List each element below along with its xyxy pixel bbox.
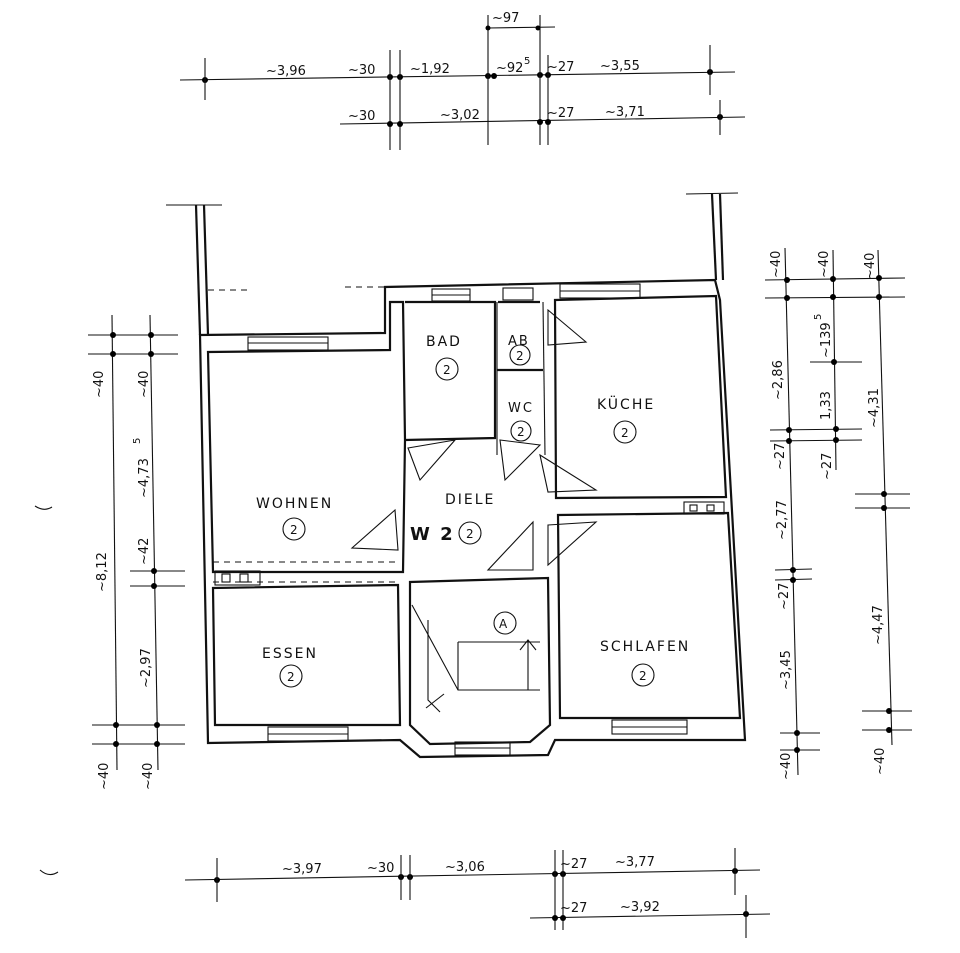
door-swings	[213, 308, 598, 583]
top-dimension-lines: ~3,96 ~30 ~1,92 ~92 5 ~27 ~3,55 ~97 ~30 …	[179, 11, 746, 150]
dim-top2-27: ~27	[547, 106, 574, 121]
staircase: A	[411, 604, 540, 713]
dim-rout-431: ~4,31	[867, 388, 882, 428]
dim-rout-40b: ~40	[873, 748, 888, 775]
dim-bot-397: ~3,97	[282, 862, 322, 877]
room-labels: WOHNEN 2 ESSEN 2 BAD 2 AB 2 WC 2 KÜCHE 2…	[256, 334, 690, 688]
dim-rmid-139: ~139	[819, 322, 834, 358]
room-label-essen: ESSEN	[262, 646, 318, 662]
room-label-wc: WC	[508, 401, 534, 416]
building-walls	[166, 192, 747, 759]
dim-right-40b: ~40	[779, 753, 794, 780]
dim-left2-40b: ~40	[141, 763, 156, 790]
room-label-diele: DIELE	[445, 492, 495, 508]
dim-rout-40a: ~40	[863, 253, 878, 280]
dim-top-30: ~30	[348, 63, 375, 78]
dim-top-27: ~27	[547, 60, 574, 75]
dim-top-97: ~97	[492, 11, 519, 26]
dim-bot2-27: ~27	[560, 901, 587, 916]
dim-left-40a: ~40	[92, 371, 107, 398]
room-label-kueche: KÜCHE	[597, 395, 655, 413]
dim-rmid-133: 1,33	[819, 391, 834, 420]
stair-label: A	[499, 617, 508, 631]
right-dimension-lines: ~40 ~2,86 ~27 ~2,77 ~27 ~3,45 ~40 ~40 ~1…	[764, 247, 912, 780]
radiators	[214, 501, 725, 586]
dim-bot-306: ~3,06	[445, 860, 485, 875]
dim-bot2-392: ~3,92	[620, 900, 660, 915]
dim-left2-473: ~4,73	[137, 458, 152, 498]
left-dimension-lines: ~40 ~8,12 ~40 ~40 ~4,73 5 ~42 ~2,97 ~40	[88, 314, 185, 790]
dim-bot-27: ~27	[560, 857, 587, 872]
dim-left-812: ~8,12	[95, 552, 110, 592]
dim-top-92-sup: 5	[524, 56, 530, 67]
dim-left2-473-sup: 5	[132, 438, 143, 444]
dim-top2-30: ~30	[348, 109, 375, 124]
dim-left-40b: ~40	[97, 763, 112, 790]
windows	[247, 283, 688, 756]
dim-right-277: ~2,77	[775, 500, 790, 540]
dim-top-92: ~92	[496, 61, 523, 76]
bottom-dimension-lines: ~3,97 ~30 ~3,06 ~27 ~3,77 ~27 ~3,92	[184, 848, 771, 938]
punch-marks	[34, 505, 59, 876]
dim-bot-30: ~30	[367, 861, 394, 876]
dim-top2-371: ~3,71	[605, 105, 645, 120]
dimension-ticks-top	[202, 15, 723, 150]
room-num-ab: 2	[516, 349, 524, 363]
room-num-schlafen: 2	[639, 669, 647, 683]
dim-rmid-139-sup: 5	[813, 314, 824, 320]
dim-rmid-27: ~27	[820, 453, 835, 480]
dim-right-40a: ~40	[769, 251, 784, 278]
unit-num: 2	[466, 527, 474, 541]
unit-label: W 2	[410, 524, 455, 545]
room-num-wohnen: 2	[290, 523, 298, 537]
dim-left2-40a: ~40	[137, 371, 152, 398]
dim-left2-42: ~42	[137, 538, 152, 565]
room-label-bad: BAD	[426, 334, 462, 350]
dim-right-27b: ~27	[777, 583, 792, 610]
room-label-wohnen: WOHNEN	[256, 496, 333, 512]
room-label-schlafen: SCHLAFEN	[600, 639, 690, 655]
dim-left2-297: ~2,97	[139, 648, 154, 688]
dim-right-286: ~2,86	[771, 360, 786, 400]
dim-top2-302: ~3,02	[440, 108, 480, 123]
room-num-wc: 2	[517, 425, 525, 439]
dim-right-345: ~3,45	[779, 650, 794, 690]
room-num-kueche: 2	[621, 426, 629, 440]
dim-bot-377: ~3,77	[615, 855, 655, 870]
dim-top-396: ~3,96	[266, 64, 306, 79]
dim-rmid-40: ~40	[817, 251, 832, 278]
dim-right-27a: ~27	[773, 443, 788, 470]
dim-top-192: ~1,92	[410, 62, 450, 77]
room-num-bad: 2	[443, 363, 451, 377]
dim-rout-447: ~4,47	[871, 605, 886, 645]
room-num-essen: 2	[287, 670, 295, 684]
dim-top-355: ~3,55	[600, 59, 640, 74]
